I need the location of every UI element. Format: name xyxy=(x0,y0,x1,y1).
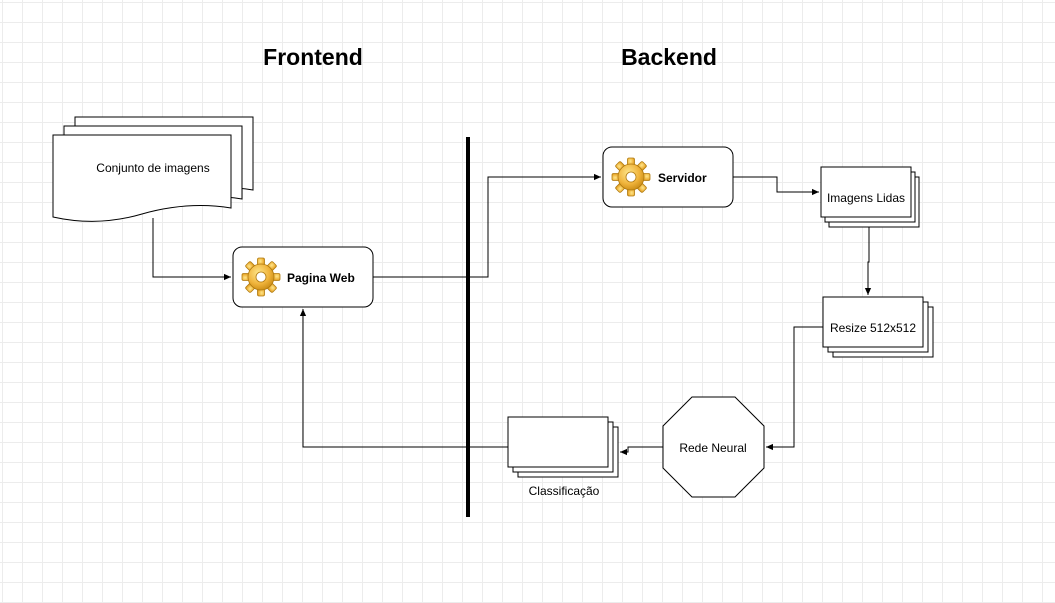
resize-label: Resize 512x512 xyxy=(830,321,916,335)
edge-dataset-to-webpage xyxy=(152,218,231,281)
resize-node[interactable]: Resize 512x512 xyxy=(822,296,934,358)
gear-icon xyxy=(611,157,651,197)
edge-neural-net-to-classification xyxy=(620,446,663,456)
backend-heading: Backend xyxy=(621,44,717,70)
classification-node[interactable] xyxy=(507,416,619,478)
edge-read-images-to-resize xyxy=(864,227,872,295)
webpage-label: Pagina Web xyxy=(287,271,355,285)
read-images-label: Imagens Lidas xyxy=(827,191,905,205)
webpage-node[interactable]: Pagina Web xyxy=(232,246,374,308)
dataset-node[interactable]: Conjunto de imagens xyxy=(52,116,254,222)
classification-label: Classificação xyxy=(529,484,600,498)
server-node[interactable]: Servidor xyxy=(602,146,734,208)
edge-webpage-to-server xyxy=(373,173,601,278)
edge-resize-to-neural-net xyxy=(766,326,823,451)
frontend-heading: Frontend xyxy=(263,44,363,70)
server-label: Servidor xyxy=(658,171,707,185)
dataset-label: Conjunto de imagens xyxy=(96,161,209,175)
read-images-node[interactable]: Imagens Lidas xyxy=(820,166,920,228)
neural-net-label: Rede Neural xyxy=(679,441,746,455)
edge-server-to-read-images xyxy=(733,176,819,196)
edge-classification-to-webpage xyxy=(299,309,508,448)
neural-net-node[interactable]: Rede Neural xyxy=(662,396,765,498)
gear-icon xyxy=(241,257,281,297)
